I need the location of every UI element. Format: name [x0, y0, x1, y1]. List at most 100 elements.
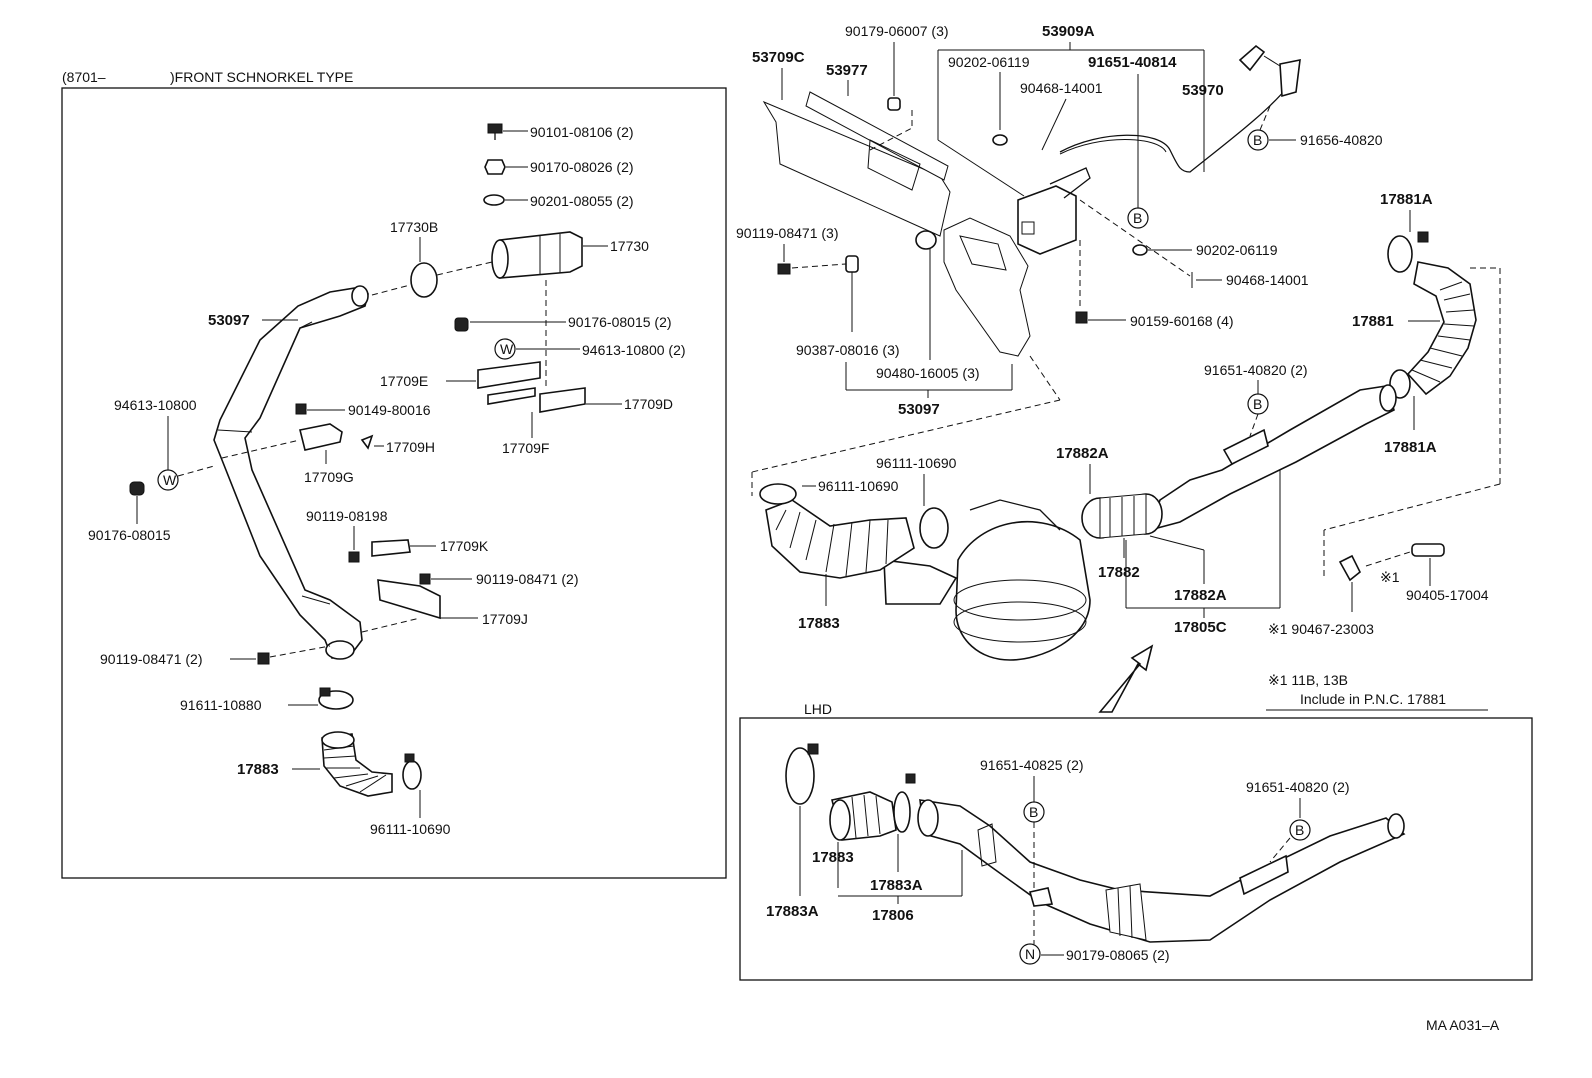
label-note-mark: ※1 — [1380, 569, 1400, 585]
label-90468-right: 90468-14001 — [1226, 272, 1309, 288]
hose-clamp-icon — [893, 791, 911, 833]
w-symbol-text-2: W — [163, 472, 177, 488]
intake-pipe-lhd-icon — [917, 799, 1406, 943]
label-90159: 90159-60168 (4) — [1130, 313, 1234, 329]
b-symbol-icon — [1247, 129, 1269, 151]
arrow-icon — [1098, 644, 1154, 713]
label-90201: 90201-08055 (2) — [530, 193, 634, 209]
intake-duct-icon — [943, 217, 1031, 357]
b-symbol-text-4: B — [1029, 804, 1038, 820]
label-91651-40814: 91651-40814 — [1088, 54, 1177, 71]
label-17882: 17882 — [1098, 564, 1140, 581]
label-53970: 53970 — [1182, 82, 1224, 99]
label-90101: 90101-08106 (2) — [530, 124, 634, 140]
label-90405: 90405-17004 — [1406, 587, 1489, 603]
snorkel-pipe-icon — [213, 285, 369, 660]
washer-icon — [1132, 244, 1148, 256]
filter-canister-icon — [491, 231, 583, 279]
label-90179-06007: 90179-06007 (3) — [845, 23, 949, 39]
b-symbol-icon — [1289, 819, 1311, 841]
label-90119-08471-2b: 90119-08471 (2) — [100, 651, 202, 667]
label-94613: 94613-10800 — [114, 397, 197, 413]
label-17709e: 17709E — [380, 373, 428, 389]
bracket-17709d-icon — [539, 387, 586, 413]
label-94613-2: 94613-10800 (2) — [582, 342, 686, 358]
label-90119-08198: 90119-08198 — [306, 508, 388, 524]
label-90467: ※1 90467-23003 — [1268, 621, 1374, 637]
lhd-label: LHD — [804, 701, 832, 717]
label-17709j: 17709J — [482, 611, 528, 627]
label-53709c: 53709C — [752, 49, 805, 66]
b-symbol-text-3: B — [1253, 396, 1262, 412]
label-91651-40820-mid: 91651-40820 (2) — [1204, 362, 1308, 378]
b-symbol-text-1: B — [1253, 132, 1262, 148]
note-line-2: Include in P.N.C. 17881 — [1300, 691, 1446, 707]
nut-icon — [484, 159, 506, 175]
label-17883a-lhd-left: 17883A — [766, 903, 819, 920]
footer-code: MA A031–A — [1426, 1017, 1500, 1033]
label-17806: 17806 — [872, 907, 914, 924]
label-96111-mid-b: 96111-10690 — [876, 455, 957, 471]
label-17709k: 17709K — [440, 538, 489, 554]
label-17709f: 17709F — [502, 440, 549, 456]
actuator-icon — [1017, 167, 1091, 255]
grommet-icon — [454, 317, 469, 332]
label-96111-left: 96111-10690 — [370, 821, 451, 837]
collar-icon — [845, 255, 859, 273]
w-symbol-text: W — [500, 341, 514, 357]
n-symbol-icon — [1019, 943, 1041, 965]
label-17881: 17881 — [1352, 313, 1394, 330]
bellows-hose-icon — [321, 731, 393, 797]
label-17730: 17730 — [610, 238, 649, 254]
air-cleaner-icon — [883, 499, 1091, 661]
label-90176: 90176-08015 — [88, 527, 171, 543]
label-17805c: 17805C — [1174, 619, 1227, 636]
label-91611: 91611-10880 — [180, 697, 262, 713]
left-frame — [61, 87, 727, 879]
b-symbol-text-5: B — [1295, 822, 1304, 838]
label-17709g: 17709G — [304, 469, 354, 485]
label-90468-top: 90468-14001 — [1020, 80, 1103, 96]
label-90480: 90480-16005 (3) — [876, 365, 980, 381]
clip-nut-icon — [887, 97, 901, 111]
label-17730b: 17730B — [390, 219, 438, 235]
label-17882a-top: 17882A — [1056, 445, 1109, 462]
note-line-1: ※1 11B, 13B — [1268, 672, 1348, 688]
hose-clamp-icon — [1338, 554, 1362, 582]
control-cable-icon — [1059, 44, 1301, 173]
bellows-17883-icon — [765, 499, 915, 579]
bolt-icon — [777, 263, 791, 275]
label-17881a-bottom: 17881A — [1384, 439, 1437, 456]
b-symbol-text-2: B — [1133, 210, 1142, 226]
label-17709d: 17709D — [624, 396, 673, 412]
bracket-17709g-icon — [299, 423, 343, 451]
label-17709h: 17709H — [386, 439, 435, 455]
panel-53709c-icon — [762, 91, 951, 237]
bolt-icon — [419, 573, 431, 585]
label-90387: 90387-08016 (3) — [796, 342, 900, 358]
hose-clamp-icon — [410, 262, 438, 298]
washer-icon — [483, 194, 505, 206]
hose-fitting-icon — [1411, 543, 1445, 557]
label-53097-right: 53097 — [898, 401, 940, 418]
label-53909a: 53909A — [1042, 23, 1095, 40]
label-17882a-bottom: 17882A — [1174, 587, 1227, 604]
label-17883-lhd: 17883 — [812, 849, 854, 866]
bolt-icon — [348, 551, 360, 563]
washer-icon — [992, 134, 1008, 146]
grommet-icon — [129, 481, 145, 496]
bracket-17709e-icon — [477, 361, 541, 405]
w-symbol-icon — [157, 469, 179, 491]
w-symbol-icon — [494, 338, 516, 360]
header-range: (8701– — [62, 69, 106, 85]
hose-clamp-icon — [919, 507, 949, 549]
n-symbol-text: N — [1025, 946, 1035, 962]
label-17883-mid: 17883 — [798, 615, 840, 632]
label-90119-08471-2a: 90119-08471 (2) — [476, 571, 578, 587]
label-96111-mid-a: 96111-10690 — [818, 478, 899, 494]
lhd-frame — [739, 717, 1533, 981]
bellows-lhd-icon — [829, 791, 897, 841]
label-91656: 91656-40820 — [1300, 132, 1383, 148]
header-type: )FRONT SCHNORKEL TYPE — [170, 69, 353, 85]
